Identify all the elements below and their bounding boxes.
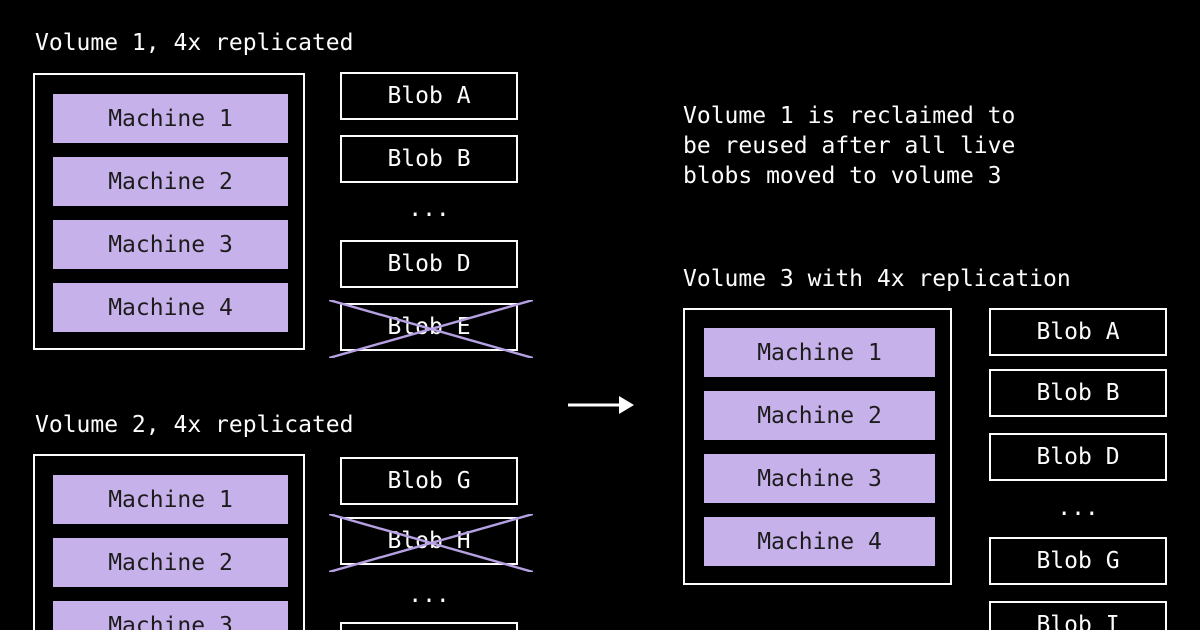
vol1-blob-b: Blob B [340, 135, 518, 183]
vol3-blob-b: Blob B [989, 369, 1167, 417]
vol1-blob-e-deleted: Blob E [329, 300, 533, 358]
blob-label: Blob G [1036, 548, 1120, 574]
vol2-machine-2: Machine 2 [53, 538, 288, 587]
blob-label: Blob E [387, 314, 471, 340]
vol1-machine-1: Machine 1 [53, 94, 288, 143]
vol1-blob-a: Blob A [340, 72, 518, 120]
volume1-box: Machine 1 Machine 2 Machine 3 Machine 4 [33, 73, 305, 350]
blob-label: Blob A [387, 83, 471, 109]
volume2-title: Volume 2, 4x replicated [35, 412, 354, 438]
note-line-2: be reused after all live [683, 133, 1016, 159]
volume3-title: Volume 3 with 4x replication [683, 266, 1071, 292]
vol2-machine-1: Machine 1 [53, 475, 288, 524]
vol1-blob-d: Blob D [340, 240, 518, 288]
volume2-box: Machine 1 Machine 2 Machine 3 [33, 454, 305, 630]
vol1-machine-2: Machine 2 [53, 157, 288, 206]
vol1-blobs-ellipsis: ... [408, 196, 450, 222]
blob-label: Blob B [1036, 380, 1120, 406]
vol3-blob-a: Blob A [989, 308, 1167, 356]
reclaim-note: Volume 1 is reclaimed to be reused after… [683, 101, 1015, 191]
blob-label: Blob H [387, 528, 471, 554]
blob-label: Blob D [387, 251, 471, 277]
vol3-machine-1: Machine 1 [704, 328, 935, 377]
blob-label: Blob D [1036, 444, 1120, 470]
volume3-box: Machine 1 Machine 2 Machine 3 Machine 4 [683, 308, 952, 585]
blob-label: Blob I [1036, 612, 1120, 630]
vol3-machine-4: Machine 4 [704, 517, 935, 566]
vol3-blob-i-partial: Blob I [989, 601, 1167, 630]
vol3-blob-g: Blob G [989, 537, 1167, 585]
vol2-blob-h-deleted: Blob H [329, 514, 533, 572]
vol1-machine-3: Machine 3 [53, 220, 288, 269]
blob-label: Blob G [387, 468, 471, 494]
blob-label: Blob A [1036, 319, 1120, 345]
vol2-machine-3: Machine 3 [53, 601, 288, 630]
vol2-blobs-ellipsis: ... [408, 582, 450, 608]
vol1-machine-4: Machine 4 [53, 283, 288, 332]
vol3-blob-d: Blob D [989, 433, 1167, 481]
blob-label: Blob B [387, 146, 471, 172]
vol3-blobs-ellipsis: ... [1057, 495, 1099, 521]
note-line-3: blobs moved to volume 3 [683, 163, 1002, 189]
vol2-blob-g: Blob G [340, 457, 518, 505]
note-line-1: Volume 1 is reclaimed to [683, 103, 1016, 129]
vol3-machine-3: Machine 3 [704, 454, 935, 503]
volume1-title: Volume 1, 4x replicated [35, 30, 354, 56]
right-arrow-icon [568, 396, 634, 414]
vol3-machine-2: Machine 2 [704, 391, 935, 440]
vol2-blob-partial [340, 622, 518, 630]
